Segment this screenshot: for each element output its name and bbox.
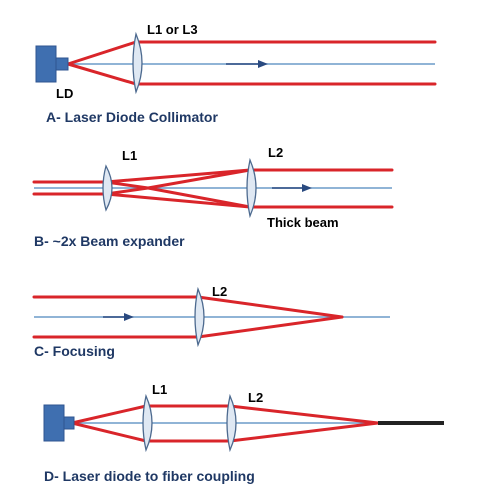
panel-a: L1 or L3 LD A- Laser Diode Collimator [35,22,437,125]
laser-diode-body-d [43,404,65,442]
caption-b: B- ~2x Beam expander [34,233,185,249]
panel-b: L1 L2 Thick beam B- ~2x Beam expander [32,145,394,249]
direction-arrow-head-b [302,184,312,192]
ray-cross-2-b [104,168,252,196]
lens-label-l2-d: L2 [248,390,263,405]
ray-upper-d [70,404,380,425]
lens-label-c: L2 [212,284,227,299]
lens-label-l1-b: L1 [122,148,137,163]
ray-lower-d [70,421,380,443]
lens-l1-d [142,393,153,453]
panel-c: L2 C- Focusing [32,284,390,359]
lens-label-a: L1 or L3 [147,22,198,37]
direction-arrow-head-a [258,60,268,68]
lens-l1-b [102,164,113,212]
lens-label-l1-d: L1 [152,382,167,397]
lens-l2-d [226,393,237,453]
ray-upper-b [32,168,394,184]
ray-lower-c [32,315,344,339]
ray-lower-a [66,62,437,86]
direction-arrow-head-c [124,313,134,321]
caption-c: C- Focusing [34,343,115,359]
diode-label-a: LD [56,86,73,101]
laser-diode-body [35,45,57,83]
lens-label-l2-b: L2 [268,145,283,160]
caption-a: A- Laser Diode Collimator [46,109,218,125]
panel-d: L1 L2 D- Laser diode to fiber coupling [43,382,444,484]
beam-note-b: Thick beam [267,215,339,230]
ray-upper-a [66,40,437,66]
caption-d: D- Laser diode to fiber coupling [44,468,255,484]
lens-l2-c [194,286,205,348]
ray-lower-b [32,192,394,209]
lens-l2-b [246,157,257,219]
laser-diode-tip-d [63,416,75,430]
ray-upper-c [32,295,344,319]
laser-diode-tip [55,57,69,71]
lens-l1-or-l3 [132,31,143,95]
